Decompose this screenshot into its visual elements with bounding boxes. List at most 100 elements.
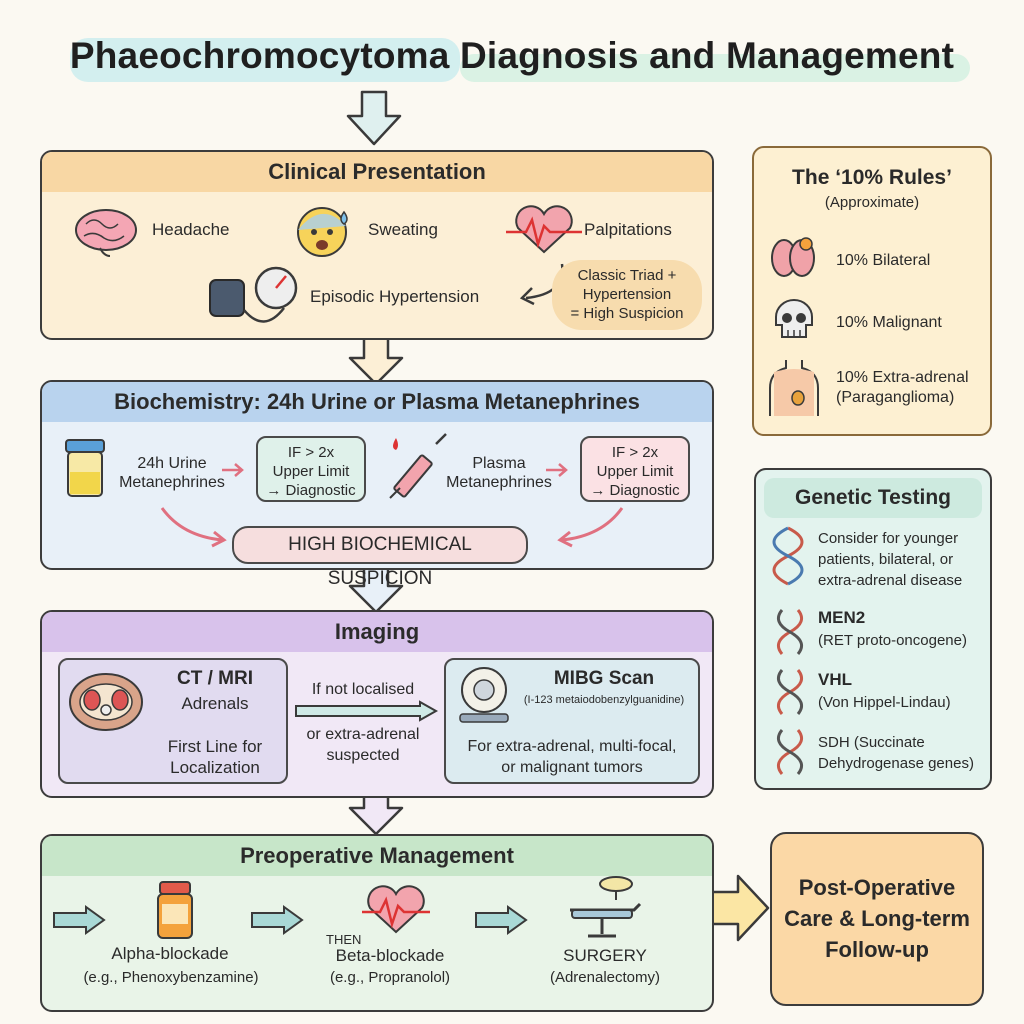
biochem-panel: Biochemistry: 24h Urine or Plasma Metane…	[40, 380, 714, 589]
ct-box: CT / MRI Adrenals First Line for Localiz…	[58, 658, 288, 784]
ct-title: CT / MRI	[177, 668, 253, 689]
gene-sdh-line-2: Dehydrogenase genes)	[818, 755, 974, 772]
triad-line-1: Classic Triad +	[577, 267, 677, 284]
triad-line-2: Hypertension	[582, 286, 672, 303]
mibg-box: MIBG Scan (I-123 metaiodobenzylguanidine…	[444, 658, 700, 784]
ct-first-line-1: First Line for	[167, 737, 263, 756]
pill-bottle-icon	[157, 881, 193, 939]
gene-sdh-line-1: SDH (Succinate	[818, 734, 925, 751]
plasma-if-line-1: IF > 2x	[611, 444, 659, 461]
if-not-localised-rest: or extra-adrenal suspected	[288, 724, 438, 766]
triad-note: Classic Triad + Hypertension = High Susp…	[552, 260, 702, 330]
preop-arrow-3	[475, 905, 528, 935]
palpitations-label: Palpitations	[584, 220, 672, 239]
dna-icon-vhl	[776, 669, 804, 715]
dna-icon-sdh	[776, 729, 804, 775]
preop-arrow-2	[251, 905, 304, 935]
syringe-icon	[389, 433, 447, 499]
rule-extra-adrenal: 10% Extra-adrenal (Paraganglioma)	[836, 368, 969, 408]
surgery-subtitle: (Adrenalectomy)	[549, 969, 661, 986]
rule-malignant: 10% Malignant	[836, 314, 942, 331]
page-title: Phaeochromocytoma Diagnosis and Manageme…	[69, 35, 955, 76]
title-highlight-2	[460, 54, 970, 82]
genetic-panel: Genetic Testing Consider for younger pat…	[754, 468, 992, 790]
dna-icon	[772, 526, 804, 586]
rules-subtitle: (Approximate)	[824, 194, 920, 211]
alpha-example: (e.g., Phenoxybenzamine)	[83, 969, 259, 986]
suspicion-arrows	[160, 507, 624, 548]
beta-example: (e.g., Propranolol)	[329, 969, 451, 986]
heart-ecg-icon	[506, 205, 582, 254]
triad-line-3: = High Suspicion	[570, 305, 684, 322]
rule-bilateral: 10% Bilateral	[836, 252, 931, 269]
imaging-arrow	[295, 700, 439, 722]
imaging-heading: Imaging	[42, 612, 712, 652]
clinical-heading: Clinical Presentation	[42, 152, 712, 192]
clinical-panel: Clinical Presentation Headache Sweating …	[40, 150, 714, 340]
rules-panel: The ‘10% Rules’ (Approximate) 10% Bilate…	[752, 146, 992, 436]
plasma-label: Plasma Metanephrines	[434, 454, 564, 492]
bp-cuff-icon	[209, 266, 298, 323]
ct-first-line: First Line for Localization	[150, 736, 280, 778]
plasma-if-line-2: Upper Limit	[596, 463, 674, 480]
urine-jar-icon	[65, 439, 105, 497]
mibg-for-line-2: or malignant tumors	[501, 759, 643, 776]
then-label: THEN	[326, 932, 362, 947]
if-not-localised-line-1: If not localised	[311, 681, 415, 698]
ct-scan-icon	[69, 673, 143, 731]
mibg-scanner-icon	[459, 667, 509, 723]
gene-vhl-sub: (Von Hippel-Lindau)	[818, 694, 951, 711]
dna-icon-men2	[776, 609, 804, 655]
beta-label: Beta-blockade	[335, 946, 445, 965]
skull-icon	[775, 298, 813, 338]
kidney-icon	[771, 237, 815, 277]
genetic-heading: Genetic Testing	[764, 478, 982, 518]
rule-extra-line-2: (Paraganglioma)	[836, 389, 955, 406]
gene-men2-sub: (RET proto-oncogene)	[818, 632, 967, 649]
torso-icon	[769, 360, 819, 416]
brain-icon	[75, 209, 137, 257]
urine-line-2: Metanephrines	[119, 474, 225, 491]
sweating-label: Sweating	[368, 220, 438, 239]
urine-if-line-3: → Diagnostic	[266, 482, 356, 499]
alpha-label: Alpha-blockade	[111, 944, 229, 963]
sweat-face-icon	[297, 207, 348, 257]
mibg-title: MIBG Scan	[553, 668, 655, 689]
plasma-line-1: Plasma	[472, 455, 526, 472]
suspicion-badge: HIGH BIOCHEMICAL SUSPICION	[232, 526, 528, 589]
if-not-localised-line-3: suspected	[326, 747, 400, 764]
rule-extra-line-1: 10% Extra-adrenal	[836, 369, 969, 386]
plasma-if-line-3: → Diagnostic	[590, 482, 680, 499]
arrow-title-to-clinical	[346, 90, 402, 146]
postop-line-2: Care & Long-term	[784, 906, 970, 931]
mibg-for-line-1: For extra-adrenal, multi-focal,	[467, 738, 677, 755]
biochem-heading: Biochemistry: 24h Urine or Plasma Metane…	[42, 382, 712, 422]
mibg-subtitle: (I-123 metaiodobenzylguanidine)	[523, 694, 685, 706]
gene-sdh: SDH (Succinate Dehydrogenase genes)	[818, 732, 988, 774]
rules-heading: The ‘10% Rules’	[792, 166, 952, 189]
ct-first-line-2: Localization	[170, 758, 260, 777]
preop-arrow-1	[53, 905, 106, 935]
preop-heading: Preoperative Management	[42, 836, 712, 876]
urine-if-line-1: IF > 2x	[287, 444, 335, 461]
genetic-consider: Consider for younger patients, bilateral…	[818, 528, 988, 591]
postop-box: Post-Operative Care & Long-term Follow-u…	[770, 832, 984, 1006]
urine-arrow	[222, 463, 244, 477]
arrow-imaging-to-preop	[348, 792, 404, 836]
heart-ecg-icon-2	[362, 885, 430, 934]
ct-subtitle: Adrenals	[181, 694, 249, 713]
imaging-panel: Imaging CT / MRI Adrenals First Line for…	[40, 610, 714, 798]
postop-line-1: Post-Operative	[798, 875, 956, 900]
urine-label: 24h Urine Metanephrines	[112, 454, 232, 492]
if-not-localised-line-2: or extra-adrenal	[306, 726, 420, 743]
plasma-if-box: IF > 2x Upper Limit → Diagnostic	[580, 436, 690, 502]
gene-vhl: VHL	[818, 670, 852, 689]
title-highlight	[70, 38, 460, 82]
urine-line-1: 24h Urine	[137, 455, 207, 472]
gene-men2: MEN2	[818, 608, 866, 627]
hypertension-label: Episodic Hypertension	[310, 287, 480, 306]
genetic-consider-line-2: patients, bilateral, or	[818, 551, 954, 568]
urine-if-line-2: Upper Limit	[272, 463, 350, 480]
surgery-table-icon	[570, 876, 642, 938]
urine-if-box: IF > 2x Upper Limit → Diagnostic	[256, 436, 366, 502]
